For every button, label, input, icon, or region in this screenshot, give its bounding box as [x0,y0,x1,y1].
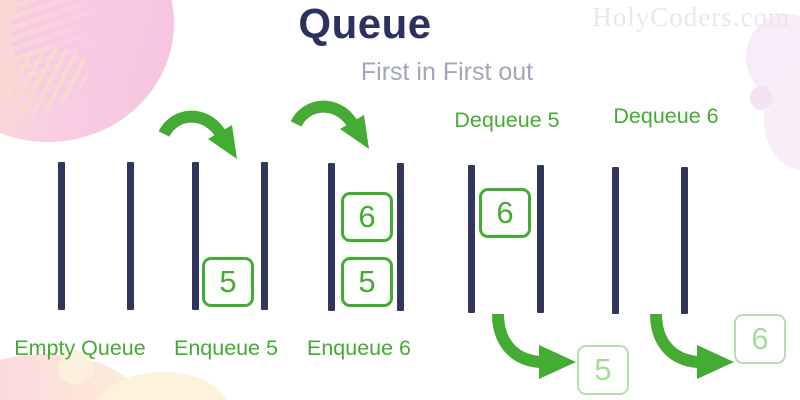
stage-label: Dequeue 6 [613,104,719,128]
dequeue-arrow-icon [492,313,576,379]
queue-wall-right [127,162,134,310]
stage-label: Enqueue 6 [306,336,412,360]
queue-wall-right [261,162,268,310]
decor-stripes-top-left [0,0,180,123]
decor-blob-top-right-2 [764,72,800,170]
enqueue-arrow-icon [159,110,237,159]
page-subtitle: First in First out [360,58,534,86]
stage-label: Enqueue 5 [173,336,279,360]
watermark: HolyCoders.com [592,2,790,32]
queue-item-box: 6 [479,188,531,238]
dequeued-item-box: 6 [734,314,786,364]
stage-label: Dequeue 5 [454,108,560,132]
queue-item-box: 5 [202,257,254,307]
queue-wall-right [397,163,404,311]
queue-wall-left [58,162,65,310]
queue-wall-left [612,167,619,314]
queue-item-box: 6 [341,192,393,242]
queue-wall-left [192,162,199,310]
queue-item-box: 5 [341,257,393,307]
enqueue-arrow-icon [291,100,369,149]
queue-wall-left [328,163,335,311]
decor-dot-top-right [750,86,772,110]
page-title: Queue [298,0,432,47]
decor-stripes-top-left-2 [0,34,97,132]
queue-wall-left [468,165,475,313]
stage-label: Empty Queue [14,336,146,360]
decor-blob-bottom-left-2 [95,372,230,400]
queue-wall-right [537,165,544,313]
dequeue-arrow-icon [650,313,734,379]
decor-blob-top-left [0,0,174,142]
dequeued-item-box: 5 [577,345,629,395]
queue-wall-right [681,167,688,314]
